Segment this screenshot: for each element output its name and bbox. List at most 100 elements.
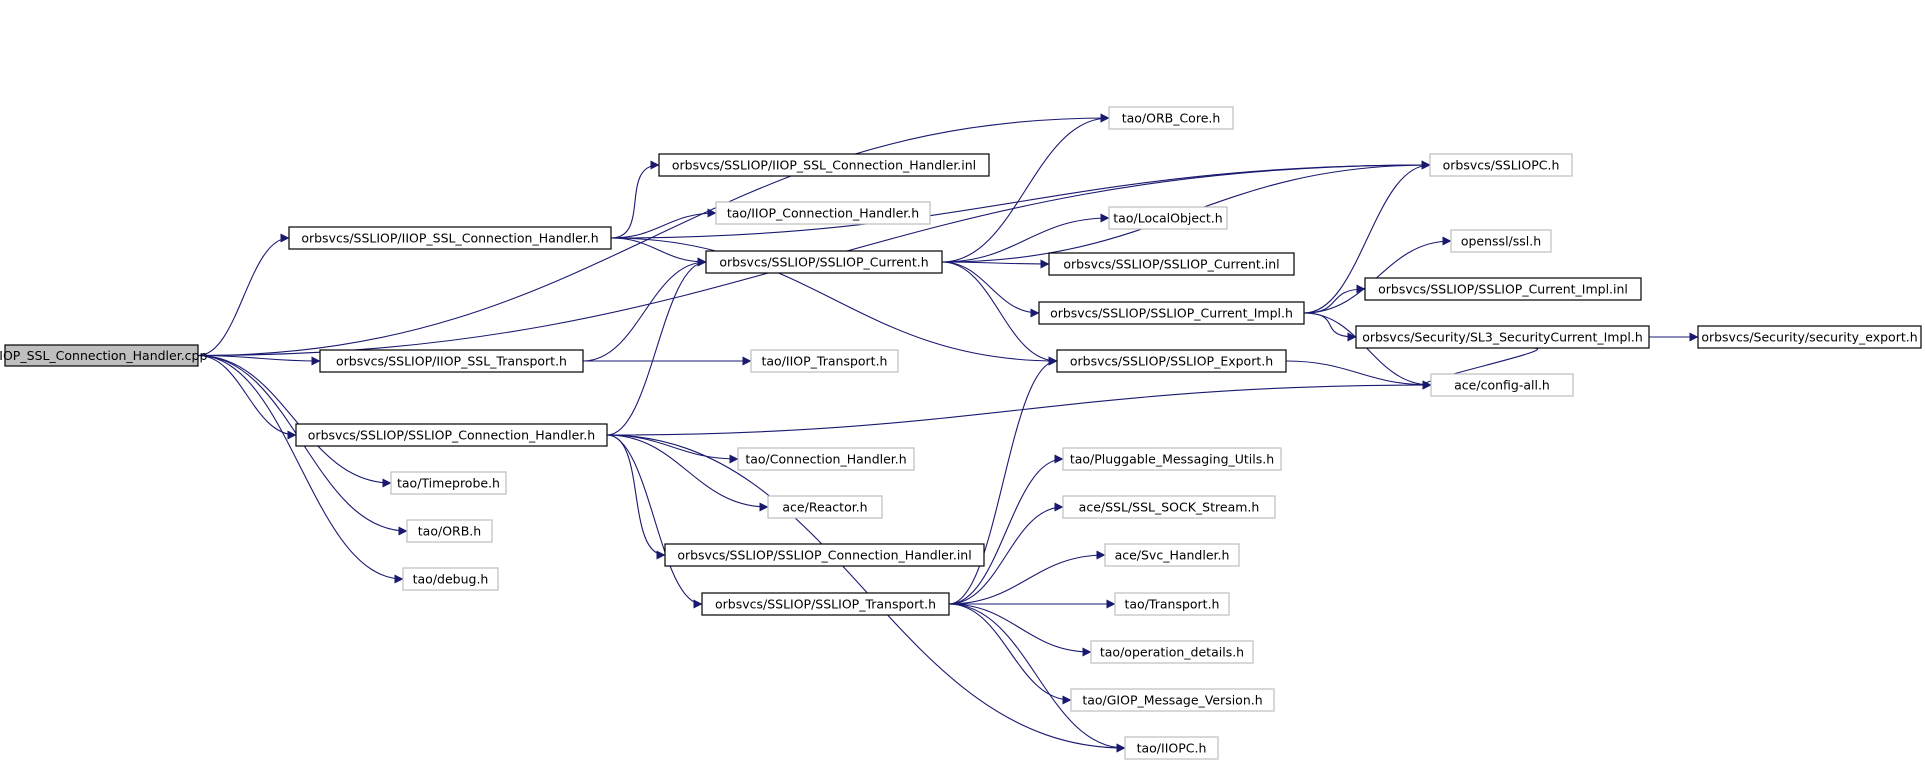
- node-box: [767, 495, 883, 519]
- node-box: [319, 349, 584, 373]
- edge-ssliop_conn-to-ssliop_transport: [606, 434, 703, 609]
- node-label: ace/SSL/SSL_SOCK_Stream.h: [1079, 500, 1260, 515]
- node-box: [1062, 495, 1276, 519]
- node-box: [1124, 736, 1219, 760]
- node-label: ace/Svc_Handler.h: [1115, 548, 1230, 563]
- node-ssliop_conn_inl[interactable]: orbsvcs/SSLIOP/SSLIOP_Connection_Handler…: [664, 543, 985, 567]
- node-label: ace/Reactor.h: [782, 500, 867, 515]
- node-label: orbsvcs/SSLIOP/IIOP_SSL_Transport.h: [336, 354, 567, 369]
- node-svc_handler: ace/Svc_Handler.h: [1104, 543, 1240, 567]
- node-box: [658, 153, 990, 177]
- node-transport: tao/Transport.h: [1114, 592, 1230, 616]
- edge-root-to-debug: [197, 354, 404, 584]
- node-label: tao/Transport.h: [1125, 597, 1220, 612]
- node-ssliop_transport[interactable]: orbsvcs/SSLIOP/SSLIOP_Transport.h: [701, 592, 950, 616]
- node-root[interactable]: IIOP_SSL_Connection_Handler.cpp: [0, 344, 207, 367]
- node-box: [1108, 206, 1228, 230]
- node-connection_handler: tao/Connection_Handler.h: [737, 447, 915, 471]
- node-timeprobe: tao/Timeprobe.h: [390, 471, 507, 495]
- node-box: [390, 471, 507, 495]
- node-label: tao/Timeprobe.h: [397, 476, 500, 491]
- node-sl3[interactable]: orbsvcs/Security/SL3_SecurityCurrent_Imp…: [1355, 325, 1650, 349]
- node-label: orbsvcs/SSLIOP/SSLIOP_Current_Impl.inl: [1378, 282, 1628, 297]
- edge-conn_h-to-conn_inl: [610, 160, 660, 239]
- node-sock_stream: ace/SSL/SSL_SOCK_Stream.h: [1062, 495, 1276, 519]
- node-box: [1038, 301, 1305, 325]
- node-box: [750, 349, 899, 373]
- node-label: tao/IIOPC.h: [1137, 741, 1207, 756]
- node-box: [406, 519, 493, 543]
- node-box: [1090, 640, 1254, 664]
- node-ssliop_conn[interactable]: orbsvcs/SSLIOP/SSLIOP_Connection_Handler…: [295, 423, 608, 447]
- node-security_export[interactable]: orbsvcs/Security/security_export.h: [1697, 325, 1922, 349]
- node-label: IIOP_SSL_Connection_Handler.cpp: [0, 348, 207, 363]
- node-box: [1062, 447, 1282, 471]
- edge-ssliop_transport-to-pluggable: [948, 454, 1064, 605]
- edge-current-to-current_impl: [941, 261, 1040, 318]
- edge-ssliop_conn-to-current: [606, 257, 707, 436]
- edge-root-to-orb_core: [197, 113, 1110, 357]
- edge-ssliop_transport-to-iiopc: [948, 603, 1126, 753]
- edge-root-to-timeprobe: [197, 354, 392, 488]
- node-iiop_conn: tao/IIOP_Connection_Handler.h: [715, 201, 931, 225]
- edge-current_impl-to-config_all: [1303, 312, 1432, 390]
- node-box: [1697, 325, 1922, 349]
- node-ssliopc: orbsvcs/SSLIOPC.h: [1429, 153, 1573, 177]
- node-label: tao/ORB.h: [418, 524, 481, 539]
- node-export[interactable]: orbsvcs/SSLIOP/SSLIOP_Export.h: [1056, 349, 1287, 373]
- edge-current_impl-to-current_impl_inl: [1303, 284, 1366, 314]
- node-label: tao/LocalObject.h: [1113, 211, 1222, 226]
- edge-ssliop_conn-to-reactor: [606, 434, 769, 512]
- edge-current-to-export: [941, 261, 1058, 366]
- edge-ssliop_transport-to-op_details: [948, 603, 1092, 657]
- node-reactor: ace/Reactor.h: [767, 495, 883, 519]
- node-box: [1104, 543, 1240, 567]
- node-openssl: openssl/ssl.h: [1450, 229, 1552, 253]
- node-box: [4, 344, 199, 367]
- edge-current-to-orb_core: [941, 113, 1110, 263]
- node-conn_h[interactable]: orbsvcs/SSLIOP/IIOP_SSL_Connection_Handl…: [288, 226, 612, 250]
- node-box: [288, 226, 612, 250]
- node-current_impl_inl[interactable]: orbsvcs/SSLIOP/SSLIOP_Current_Impl.inl: [1364, 277, 1642, 301]
- node-label: orbsvcs/SSLIOP/IIOP_SSL_Connection_Handl…: [672, 158, 976, 173]
- node-box: [1070, 688, 1275, 712]
- edge-ssliop_transport-to-svc_handler: [948, 550, 1106, 605]
- node-box: [402, 567, 499, 591]
- node-current[interactable]: orbsvcs/SSLIOP/SSLIOP_Current.h: [705, 250, 943, 274]
- node-config_all: ace/config-all.h: [1430, 373, 1574, 397]
- node-pluggable: tao/Pluggable_Messaging_Utils.h: [1062, 447, 1282, 471]
- node-label: orbsvcs/SSLIOPC.h: [1443, 158, 1560, 173]
- edges-layer: [197, 113, 1699, 753]
- node-label: tao/Pluggable_Messaging_Utils.h: [1070, 452, 1274, 467]
- edge-ssliop_transport-to-export: [948, 356, 1058, 605]
- node-box: [715, 201, 931, 225]
- node-current_inl[interactable]: orbsvcs/SSLIOP/SSLIOP_Current.inl: [1048, 252, 1295, 276]
- node-label: tao/operation_details.h: [1100, 645, 1244, 660]
- node-box: [664, 543, 985, 567]
- node-label: orbsvcs/SSLIOP/SSLIOP_Current_Impl.h: [1050, 306, 1293, 321]
- edge-ssliop_transport-to-giop_version: [948, 603, 1072, 705]
- node-label: orbsvcs/SSLIOP/SSLIOP_Connection_Handler…: [308, 428, 595, 443]
- node-conn_inl[interactable]: orbsvcs/SSLIOP/IIOP_SSL_Connection_Handl…: [658, 153, 990, 177]
- node-label: orbsvcs/Security/SL3_SecurityCurrent_Imp…: [1362, 330, 1643, 345]
- node-ssl_transport[interactable]: orbsvcs/SSLIOP/IIOP_SSL_Transport.h: [319, 349, 584, 373]
- edge-current_impl-to-sl3: [1303, 312, 1357, 342]
- edge-conn_h-to-current: [610, 237, 707, 267]
- node-giop_version: tao/GIOP_Message_Version.h: [1070, 688, 1275, 712]
- edge-ssliop_conn-to-connection_handler: [606, 434, 739, 464]
- node-label: tao/IIOP_Connection_Handler.h: [727, 206, 919, 221]
- node-label: tao/debug.h: [413, 572, 489, 587]
- node-orb_core: tao/ORB_Core.h: [1108, 106, 1234, 130]
- edge-current_impl-to-openssl: [1303, 236, 1452, 314]
- node-label: orbsvcs/SSLIOP/SSLIOP_Connection_Handler…: [677, 548, 971, 563]
- node-box: [1108, 106, 1234, 130]
- node-box: [295, 423, 608, 447]
- edge-ssl_transport-to-current: [582, 257, 707, 362]
- node-current_impl[interactable]: orbsvcs/SSLIOP/SSLIOP_Current_Impl.h: [1038, 301, 1305, 325]
- edge-current-to-localobject: [941, 213, 1110, 263]
- node-box: [1056, 349, 1287, 373]
- edge-ssliop_conn-to-iiopc: [606, 434, 1126, 753]
- edge-ssliop_conn-to-ssliop_conn_inl: [606, 434, 666, 560]
- edge-current-to-current_inl: [941, 259, 1050, 269]
